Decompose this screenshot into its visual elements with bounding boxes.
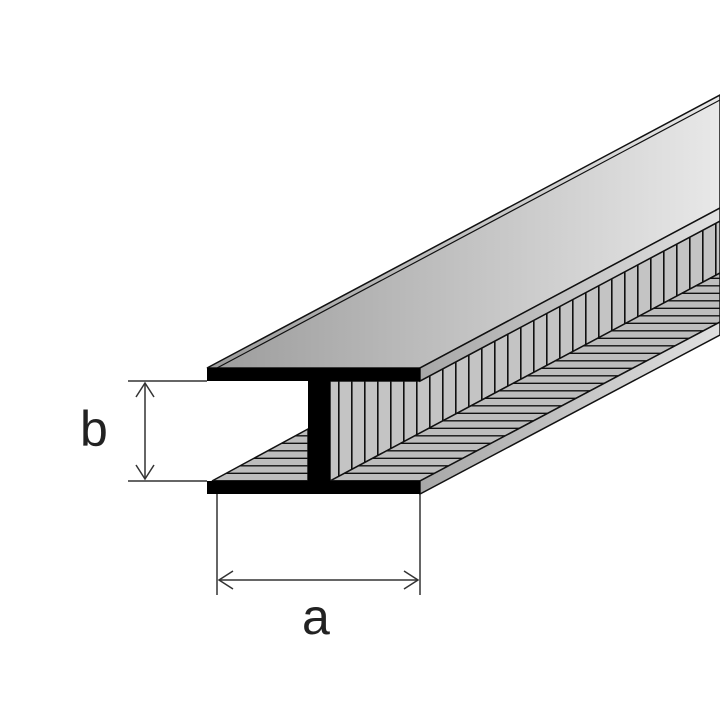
dimension-label-b: b <box>80 401 108 457</box>
top-flange-bevel-left <box>216 99 720 369</box>
dimension-a <box>216 494 421 595</box>
h-cross-section <box>207 368 420 494</box>
bottom-flange-top-left <box>211 427 309 482</box>
dimension-label-a: a <box>302 589 330 645</box>
dimension-b <box>128 380 207 482</box>
